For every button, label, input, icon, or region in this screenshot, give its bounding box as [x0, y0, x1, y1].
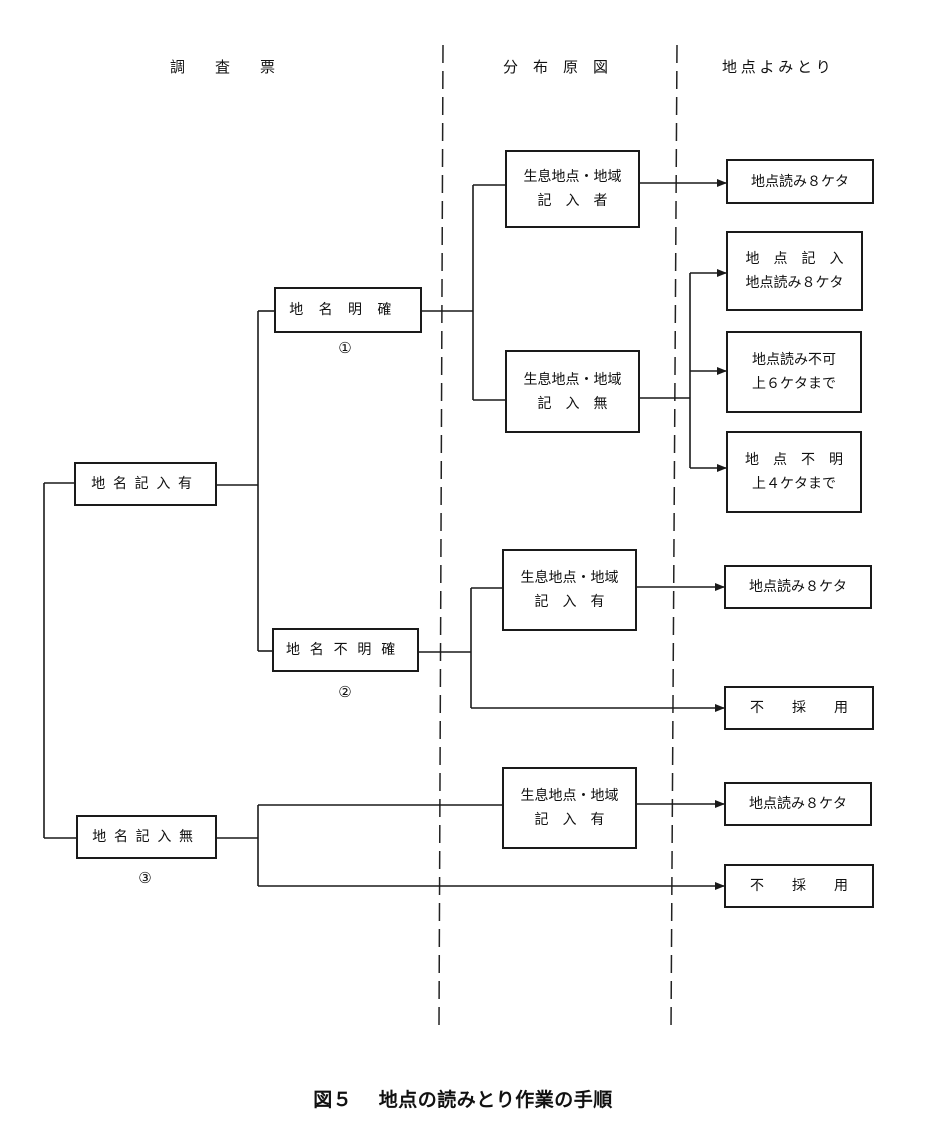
- box-habitat-writer-line1: 生息地点・地域: [523, 169, 622, 185]
- box-place-unclear: 地名不明確: [272, 628, 419, 672]
- box-habitat-yes-a: 生息地点・地域 記 入 有: [502, 549, 637, 631]
- box-habitat-yes-a-line1: 生息地点・地域: [520, 570, 619, 586]
- box-result-2-line1: 地 点 記 入: [745, 251, 844, 267]
- box-entry-none: 地名記入無: [76, 815, 217, 859]
- box-habitat-yes-b: 生息地点・地域 記 入 有: [502, 767, 637, 849]
- box-result-1: 地点読み８ケタ: [726, 159, 874, 204]
- marker-3: ③: [138, 869, 152, 887]
- box-habitat-writer-line2: 記 入 者: [537, 193, 608, 209]
- box-place-clear: 地名明確: [274, 287, 422, 333]
- figure-caption: 図５ 地点の読みとり作業の手順: [313, 1089, 613, 1111]
- box-result-1-line1: 地点読み８ケタ: [751, 173, 849, 190]
- box-habitat-writer: 生息地点・地域 記 入 者: [505, 150, 640, 228]
- box-result-7: 地点読み８ケタ: [724, 782, 872, 826]
- box-habitat-yes-b-line1: 生息地点・地域: [520, 788, 619, 804]
- box-entry-yes-label: 地名記入有: [91, 476, 200, 492]
- box-habitat-none: 生息地点・地域 記 入 無: [505, 350, 640, 433]
- box-result-3: 地点読み不可 上６ケタまで: [726, 331, 862, 413]
- box-result-3-line1: 地点読み不可: [752, 352, 836, 368]
- box-result-6: 不 採 用: [724, 686, 874, 730]
- box-habitat-none-line1: 生息地点・地域: [523, 371, 622, 388]
- box-result-6-line1: 不 採 用: [750, 700, 848, 716]
- box-result-4: 地 点 不 明 上４ケタまで: [726, 431, 862, 513]
- header-reading: 地点よみとり: [722, 58, 835, 76]
- box-habitat-yes-b-line2: 記 入 有: [534, 812, 605, 828]
- box-result-4-line2: 上４ケタまで: [752, 476, 836, 492]
- box-result-2-line2: 地点読み８ケタ: [745, 275, 844, 291]
- box-entry-none-label: 地名記入無: [92, 829, 201, 845]
- box-result-2: 地 点 記 入 地点読み８ケタ: [726, 231, 863, 311]
- header-survey: 調 査 票: [170, 58, 276, 76]
- box-result-7-line1: 地点読み８ケタ: [749, 796, 847, 812]
- box-habitat-none-line2: 記 入 無: [537, 395, 608, 412]
- box-result-3-line2: 上６ケタまで: [752, 376, 836, 392]
- box-entry-yes: 地名記入有: [74, 462, 217, 506]
- box-habitat-yes-a-line2: 記 入 有: [534, 594, 605, 610]
- marker-2: ②: [338, 683, 352, 701]
- box-result-5-line1: 地点読み８ケタ: [749, 579, 847, 595]
- box-result-8-line1: 不 採 用: [750, 878, 848, 894]
- box-place-clear-label: 地名明確: [289, 302, 407, 318]
- header-distribution: 分 布 原 図: [503, 58, 609, 76]
- box-result-5: 地点読み８ケタ: [724, 565, 872, 609]
- divider-left: [438, 44, 444, 1026]
- divider-right: [670, 44, 678, 1031]
- box-place-unclear-label: 地名不明確: [286, 642, 405, 658]
- marker-1: ①: [338, 339, 352, 357]
- box-result-8: 不 採 用: [724, 864, 874, 908]
- box-result-4-line1: 地 点 不 明: [745, 452, 843, 468]
